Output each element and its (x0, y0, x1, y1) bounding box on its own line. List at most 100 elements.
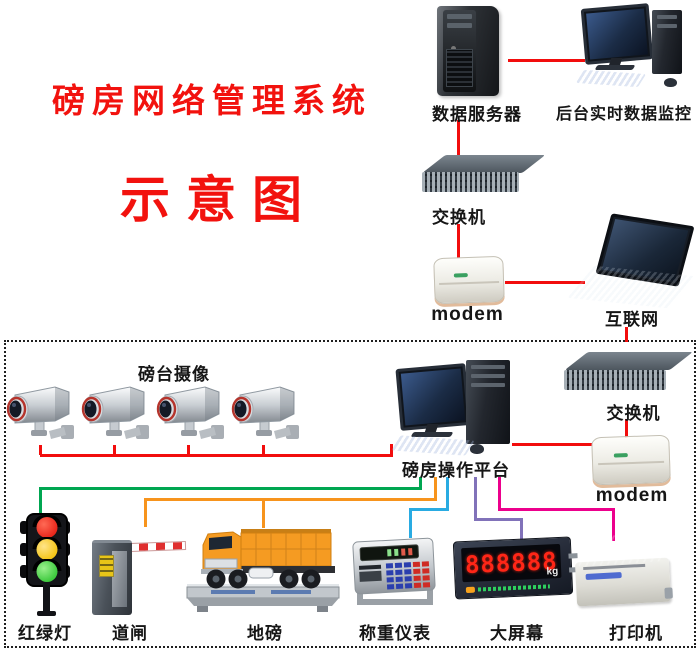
modem-logo (453, 272, 468, 278)
line-pink-drop (498, 477, 501, 510)
barrier-cabinet (92, 540, 132, 615)
server-front-panel (443, 10, 476, 92)
switch-top-face (564, 352, 693, 371)
server-drive-bay (447, 23, 472, 28)
switch-inner-image (562, 350, 693, 394)
traffic-light-pole (43, 585, 50, 613)
line-laptop-down (625, 327, 628, 342)
camera1-stub (39, 445, 42, 455)
printer-button-strip (585, 572, 622, 580)
switch-top-image (420, 153, 546, 195)
station-dashed-border (4, 340, 696, 648)
weighbridge-truck-image (183, 521, 347, 617)
label-switch-inner: 交换机 (606, 404, 661, 423)
internet-laptop-image (567, 213, 695, 309)
operator-monitor (395, 363, 471, 431)
operator-pc-image (391, 358, 518, 456)
cctv-camera-icon (230, 385, 302, 447)
line-switch2-modem2 (625, 419, 628, 438)
traffic-light-ear (20, 543, 28, 556)
data-server-image (437, 6, 499, 96)
tower-slot (471, 374, 505, 378)
modem-seam (597, 461, 665, 466)
barrier-arm (129, 541, 187, 552)
tower-slot (471, 383, 505, 387)
monitor-base (594, 65, 636, 70)
page-title: 磅房网络管理系统 (52, 82, 372, 119)
screen-logo (465, 586, 476, 594)
label-printer: 打印机 (609, 624, 663, 643)
switch-ports (422, 172, 520, 192)
label-cameras: 磅台摄像 (138, 365, 210, 384)
tower-slot (471, 365, 505, 369)
operator-keyboard (391, 435, 475, 456)
operator-monitor-screen (400, 368, 466, 426)
modem-seam (439, 281, 500, 286)
printer-image (574, 531, 679, 608)
camera-bus-line (40, 454, 393, 457)
operator-tower (466, 360, 510, 444)
line-orange-drop (434, 477, 437, 500)
screen-green-caption (477, 584, 550, 592)
printer-knob (664, 587, 673, 599)
camera3-stub (187, 445, 190, 455)
server-grille (446, 49, 473, 87)
camera4-stub (262, 445, 265, 455)
green-lamp (36, 561, 58, 582)
line-green-drop (419, 477, 422, 489)
label-internet: 互联网 (605, 310, 659, 329)
line-pink-printer (612, 508, 615, 541)
barrier-door (112, 551, 127, 607)
label-indicator: 称重仪表 (359, 624, 431, 643)
line-blue-drop (446, 477, 449, 510)
modem-logo (614, 452, 629, 458)
line-green-horizontal (39, 487, 422, 490)
switch-ports (564, 370, 667, 391)
label-big-screen: 大屏幕 (490, 624, 544, 643)
camera-bus-riser (390, 444, 393, 457)
backend-tower (652, 10, 682, 74)
label-traffic-light: 红绿灯 (18, 624, 72, 643)
label-operator-pc: 磅房操作平台 (402, 461, 510, 480)
line-orange-weighbridge (262, 498, 265, 528)
backend-monitor (580, 3, 654, 65)
big-screen-display: 888888 kg (461, 543, 562, 583)
line-green-trafficlight (39, 487, 42, 516)
server-drive-bay (447, 14, 472, 19)
traffic-light-ear (20, 521, 28, 534)
line-modem-laptop (505, 281, 585, 284)
line-operatorpc-modem2 (512, 443, 594, 446)
label-modem-top: modem (431, 304, 504, 325)
line-orange-horizontal (144, 498, 437, 501)
line-purple-bigscreen (520, 518, 523, 544)
weighing-indicator-image (348, 536, 442, 608)
barrier-gate-image (86, 530, 187, 615)
switch-top-face (422, 155, 546, 173)
label-barrier: 道闸 (112, 624, 148, 643)
line-server-backendpc (508, 59, 585, 62)
line-pink-horizontal (498, 508, 615, 511)
kg-unit: kg (546, 566, 559, 578)
backend-monitor-screen (586, 8, 648, 60)
page-subtitle: 示意图 (120, 172, 318, 228)
cctv-camera-icon (5, 385, 77, 447)
yellow-lamp (36, 539, 58, 560)
label-switch-top: 交换机 (432, 208, 486, 227)
line-switch-modem (457, 224, 460, 258)
cctv-camera-icon (80, 385, 152, 447)
line-purple-drop (474, 477, 477, 520)
line-server-switch (457, 120, 460, 155)
tower-slot (657, 24, 677, 28)
traffic-light-base (37, 611, 56, 616)
barrier-warning-sign (99, 555, 114, 577)
line-purple-horizontal (474, 518, 523, 521)
big-screen-frame: 888888 kg (452, 536, 579, 600)
big-screen-image: 888888 kg (452, 536, 579, 600)
cctv-camera-icon (155, 385, 227, 447)
red-lamp (36, 517, 58, 538)
traffic-light-housing (26, 513, 68, 587)
line-orange-barrier (144, 498, 147, 527)
camera2-stub (113, 445, 116, 455)
operator-mouse (470, 444, 484, 454)
